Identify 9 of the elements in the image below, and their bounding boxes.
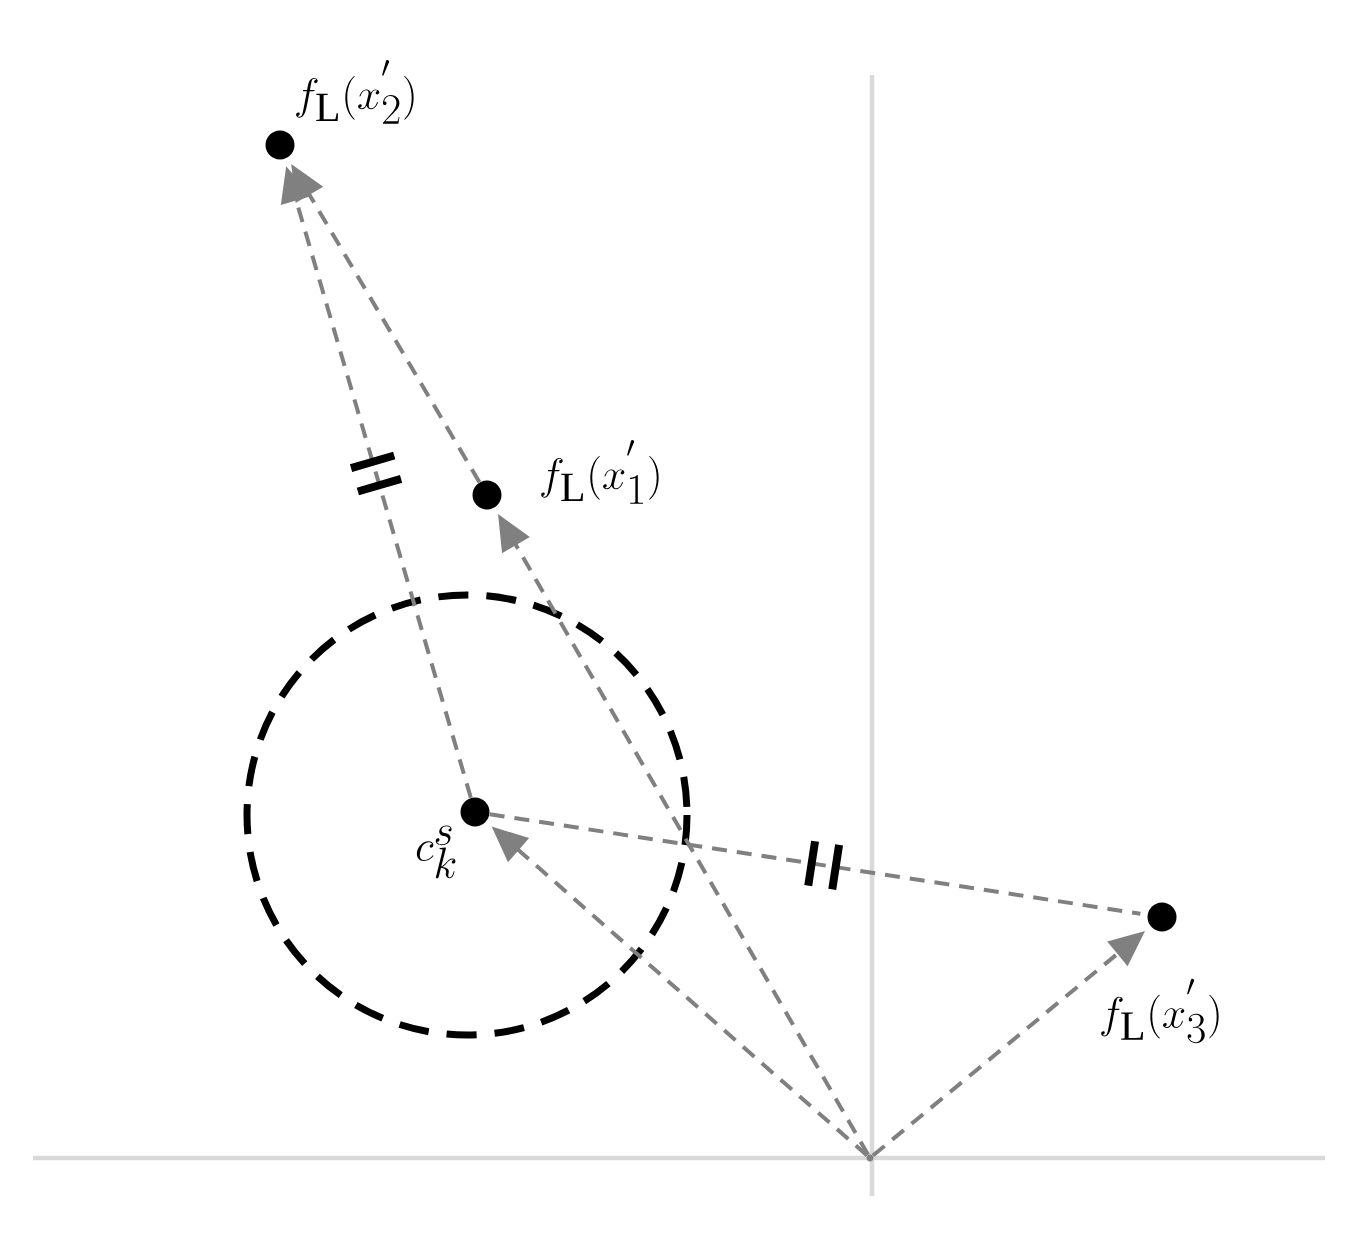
origin-point xyxy=(866,1154,874,1162)
point-label: $f_{\mathrm{L}}(x_{1}^{'})$ xyxy=(541,440,659,504)
point-label: $c_{k}^{s}$ xyxy=(416,825,456,879)
point-dot xyxy=(460,797,490,827)
point-label: $f_{\mathrm{L}}(x_{2}^{'})$ xyxy=(296,60,414,124)
point-dot xyxy=(1147,902,1177,932)
point-label: $f_{\mathrm{L}}(x_{3}^{'})$ xyxy=(1101,978,1219,1044)
point-dot xyxy=(265,130,295,160)
point-dot xyxy=(472,480,502,510)
